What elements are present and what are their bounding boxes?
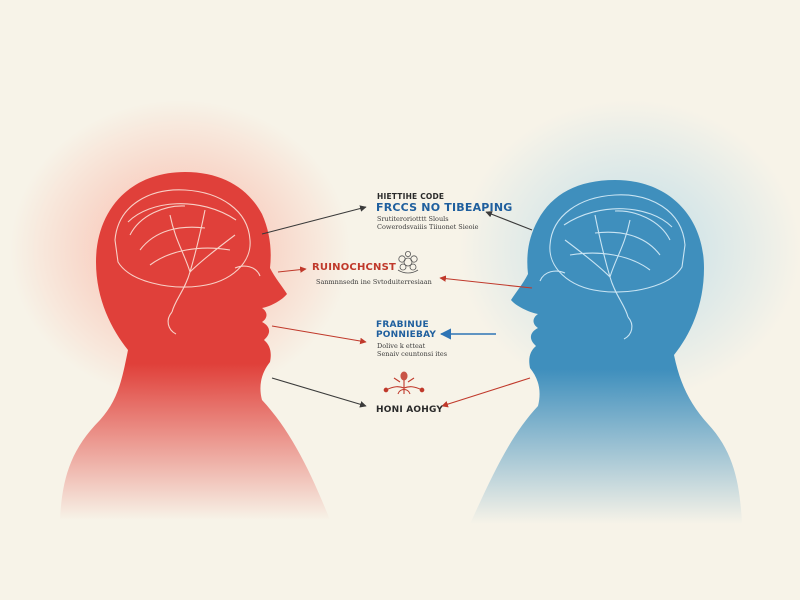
arrow-left-bottom — [271, 377, 367, 408]
block1-line2: FRCCS NO TIBEAPING — [376, 201, 513, 214]
left-brain-icon — [114, 189, 261, 335]
block2-detail: Sanmnnsedn ine Svtoduiterresiaan — [316, 278, 432, 286]
block3-detail1: Dolive k etteat — [377, 342, 426, 350]
block3-line2: PONNIEBAY — [376, 330, 437, 340]
molecule-figure-icon — [383, 371, 425, 395]
flower-cluster-icon — [397, 250, 419, 274]
block4-title: HONI AOHGY — [376, 405, 444, 415]
block1-line1: HIETTIHE CODE — [377, 192, 445, 201]
right-head-silhouette — [470, 180, 742, 524]
arrow-right-top — [485, 211, 533, 231]
block3-detail2: Senaiv ceuntonsi ites — [377, 350, 448, 358]
block3-line1: FRABINUE — [376, 320, 429, 330]
block1-detail1: Srutiteroriotttt Slouls — [377, 215, 449, 223]
arrow-left-mid — [277, 266, 307, 273]
left-head-silhouette — [60, 172, 330, 520]
arrow-right-mid — [439, 275, 533, 289]
right-brain-icon — [539, 194, 686, 340]
arrow-left-lower — [271, 325, 367, 345]
arrow-right-bottom — [441, 377, 531, 408]
block1-detail2: Cowerodsvaiiis Tiiuonet Sieoie — [377, 223, 479, 231]
arrow-left-top — [261, 205, 367, 235]
block2-title: RUINOCHCNST — [312, 262, 397, 273]
